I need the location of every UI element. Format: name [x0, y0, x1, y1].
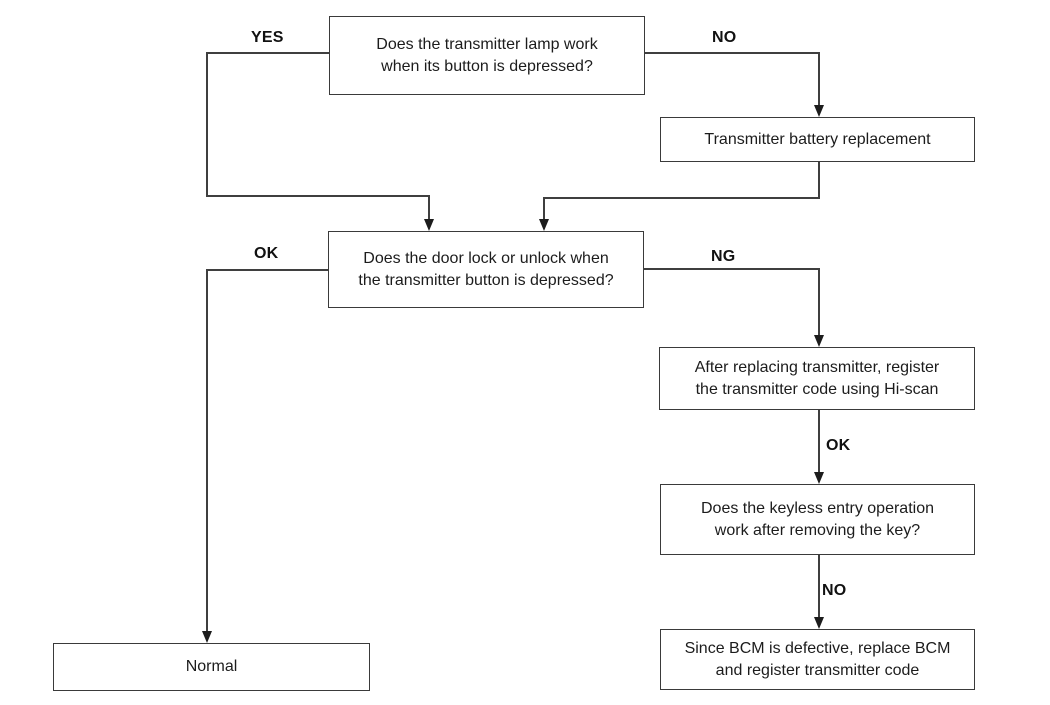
arrowhead-into-register [814, 335, 824, 347]
node-keyless-entry-question: Does the keyless entry operation work af… [660, 484, 975, 555]
node-text-line: work after removing the key? [714, 521, 921, 539]
edge-label-yes: YES [251, 29, 284, 46]
arrowhead-into-door-question-left [424, 219, 434, 231]
connector-no-vertical [818, 52, 820, 107]
node-text-line: Does the door lock or unlock when [363, 249, 609, 267]
edge-label-no-bottom: NO [822, 582, 847, 599]
connector-battery-horizontal [543, 197, 820, 199]
edge-label-ng: NG [711, 248, 736, 265]
edge-label-no-top: NO [712, 29, 737, 46]
node-text-line: Does the transmitter lamp work [376, 35, 598, 53]
edge-label-ok-mid: OK [826, 437, 851, 454]
node-text-line: Transmitter battery replacement [704, 130, 931, 148]
arrowhead-into-keyless-question [814, 472, 824, 484]
node-replace-bcm: Since BCM is defective, replace BCM and … [660, 629, 975, 690]
node-register-transmitter-code: After replacing transmitter, register th… [659, 347, 975, 410]
node-transmitter-lamp-question: Does the transmitter lamp work when its … [329, 16, 645, 95]
node-text-line: Does the keyless entry operation [700, 499, 934, 517]
connector-yes-horizontal-1 [206, 52, 329, 54]
node-battery-replacement: Transmitter battery replacement [660, 117, 975, 162]
node-text-line: the transmitter code using Hi-scan [695, 380, 939, 398]
connector-no-bottom-vertical [818, 555, 820, 619]
connector-ng-horizontal [643, 268, 819, 270]
connector-ok-vertical [206, 269, 208, 633]
connector-ok-horizontal [206, 269, 328, 271]
connector-yes-horizontal-2 [206, 195, 429, 197]
node-text-line: the transmitter button is depressed? [358, 271, 614, 289]
arrowhead-into-normal [202, 631, 212, 643]
node-text-line: After replacing transmitter, register [694, 358, 940, 376]
edge-label-ok-left: OK [254, 245, 279, 262]
connector-yes-vertical-2 [428, 195, 430, 221]
connector-ng-vertical [818, 268, 820, 337]
node-door-lock-question: Does the door lock or unlock when the tr… [328, 231, 644, 308]
connector-no-horizontal [645, 52, 819, 54]
connector-battery-vertical-2 [543, 197, 545, 221]
node-text-line: and register transmitter code [715, 661, 920, 679]
connector-yes-vertical-1 [206, 52, 208, 196]
connector-battery-vertical-1 [818, 162, 820, 198]
arrowhead-into-battery-replacement [814, 105, 824, 117]
node-text-line: Since BCM is defective, replace BCM [684, 639, 951, 657]
node-text-line: Normal [185, 658, 238, 675]
arrowhead-into-door-question-right [539, 219, 549, 231]
arrowhead-into-replace-bcm [814, 617, 824, 629]
node-normal: Normal [53, 643, 370, 691]
node-text-line: when its button is depressed? [381, 57, 593, 75]
connector-ok-mid-vertical [818, 410, 820, 474]
